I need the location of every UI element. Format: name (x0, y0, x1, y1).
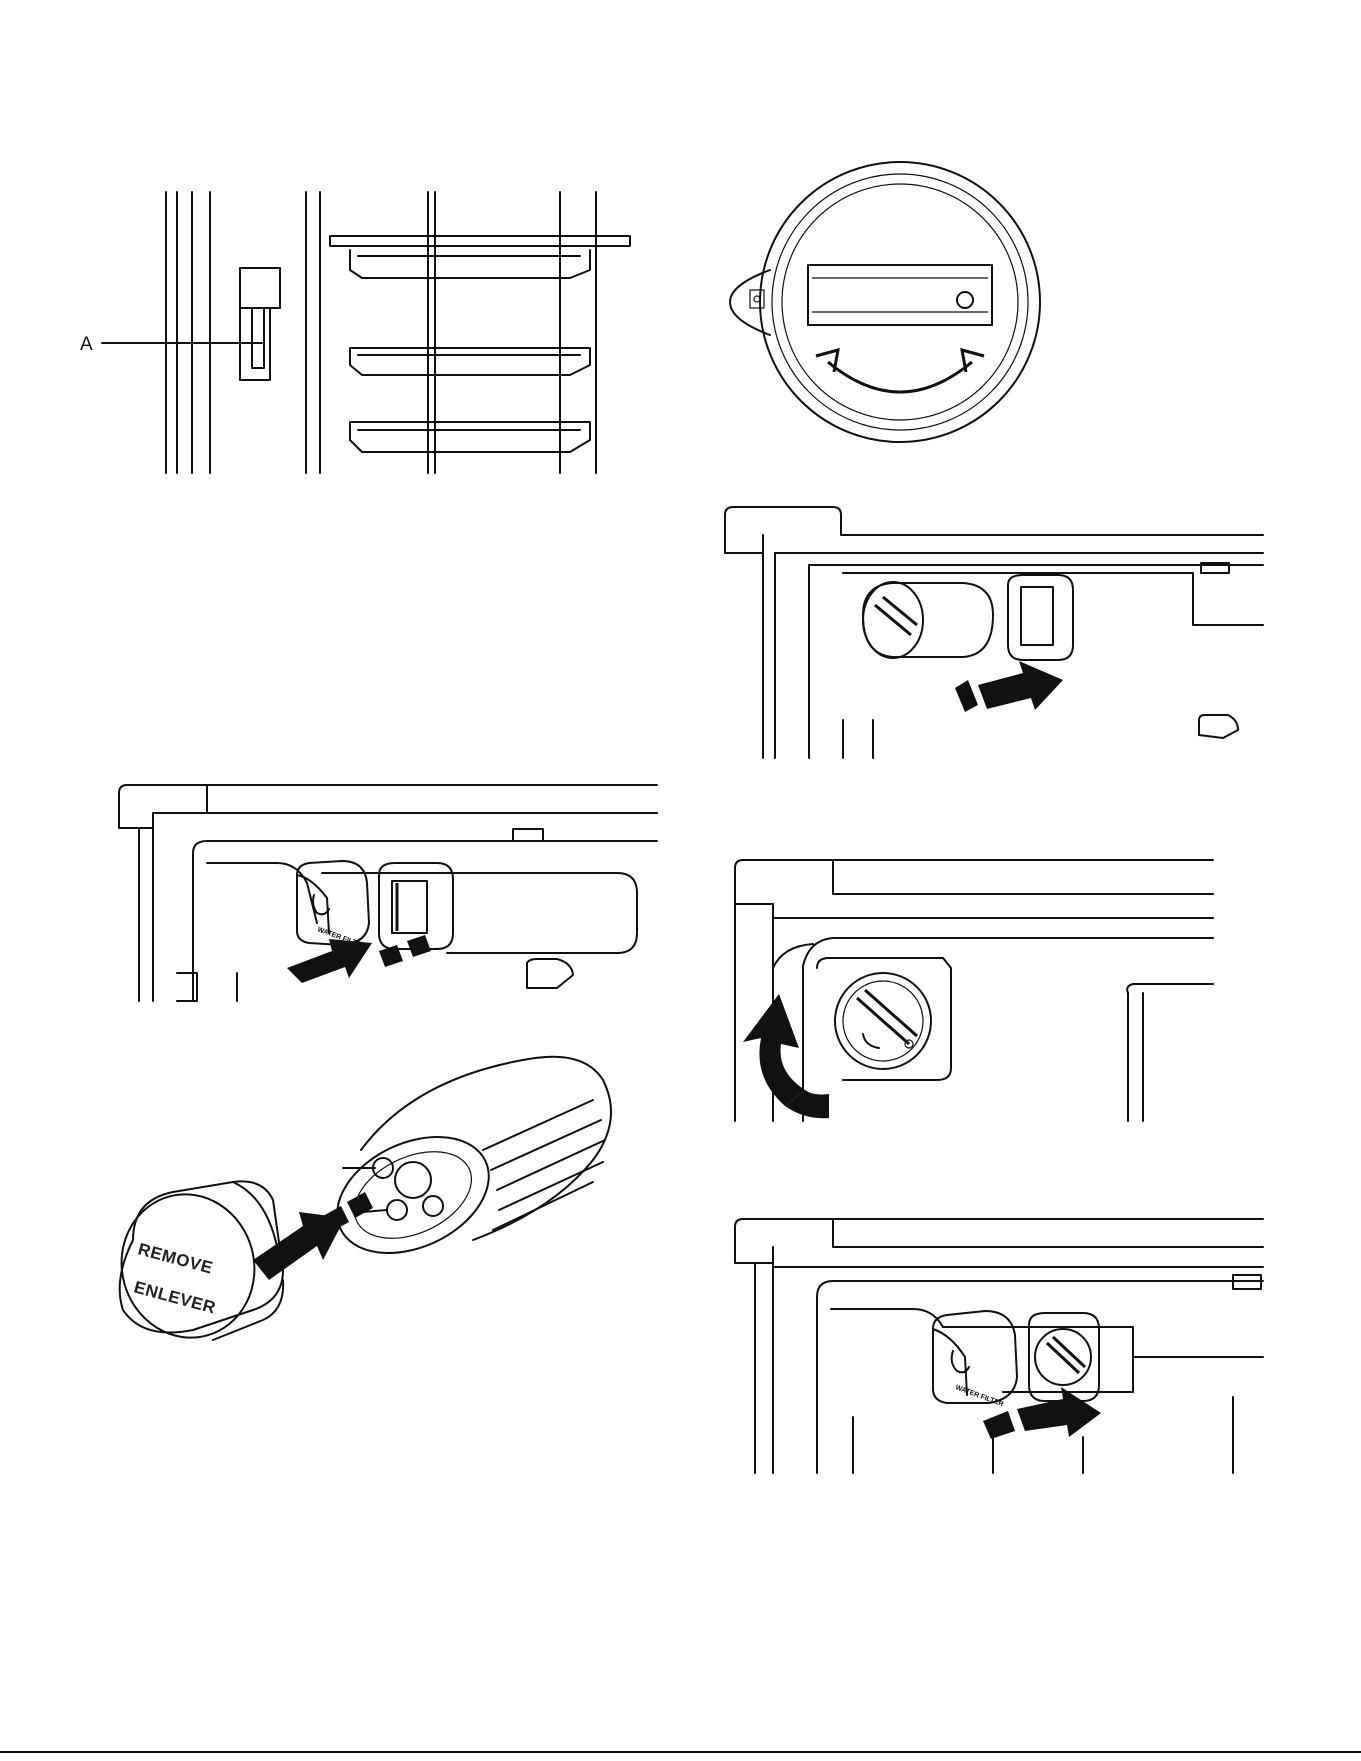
page-bottom-rule (0, 1751, 1361, 1753)
figure-filter-insert-right (723, 505, 1263, 760)
filter-installed-drawing: WATER FILTER (733, 1217, 1263, 1475)
fridge-interior-drawing: A (80, 190, 650, 475)
figure-filter-remove-left: WATER FILTER (117, 783, 657, 1003)
cap-text-enlever: ENLEVER (132, 1278, 218, 1318)
dial-rotate-drawing (733, 858, 1213, 1123)
filter-insert-right-drawing (723, 505, 1263, 760)
filter-cap-top-drawing (720, 160, 1060, 450)
figure-fridge-interior: A (80, 190, 650, 475)
cap-text-remove: REMOVE (136, 1240, 215, 1278)
figure-filter-installed: WATER FILTER (733, 1217, 1263, 1475)
callout-a: A (80, 334, 93, 355)
figure-dial-rotate (733, 858, 1213, 1123)
figure-filter-cap-top (720, 160, 1060, 450)
filter-label-installed: WATER FILTER (954, 1384, 1004, 1408)
figure-filter-cap-off: REMOVE ENLEVER (113, 1040, 653, 1375)
filter-remove-left-drawing: WATER FILTER (117, 783, 657, 1003)
filter-cap-off-drawing: REMOVE ENLEVER (113, 1040, 653, 1375)
